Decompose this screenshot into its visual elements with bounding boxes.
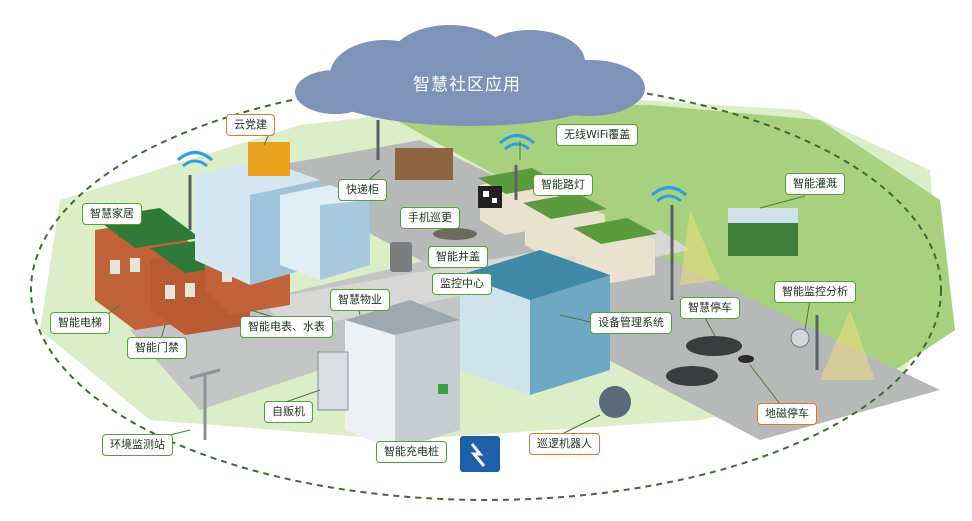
street-lights [188,120,819,370]
party-emblem-icon [248,142,290,176]
label-smart-meter: 智能电表、水表 [240,316,333,338]
wifi-icon [177,151,213,168]
robot-icon [599,386,631,418]
label-vending: 自贩机 [264,401,313,423]
apartment-towers [195,160,370,285]
cloud-title: 智慧社区应用 [413,75,521,95]
express-locker-image [395,148,453,180]
label-express-locker: 快递柜 [338,179,387,201]
vending-machine-image [317,351,349,411]
label-cloud-party: 云党建 [226,114,275,136]
label-smart-access: 智能门禁 [127,337,187,359]
label-device-management: 设备管理系统 [590,312,672,334]
label-smart-property: 智慧物业 [330,289,390,311]
label-charging-pile: 智能充电桩 [376,441,447,463]
light-beam [680,210,720,285]
camera-icon [790,328,810,348]
label-smart-elevator: 智能电梯 [50,312,110,334]
label-smart-home: 智慧家居 [82,203,142,225]
label-wifi: 无线WiFi覆盖 [556,124,639,146]
office-building [345,300,460,450]
label-patrol-robot: 巡逻机器人 [529,433,600,455]
label-mobile-patrol: 手机巡更 [400,207,460,229]
label-geomagnetic-parking: 地磁停车 [757,403,817,425]
label-monitor-center: 监控中心 [432,273,492,295]
label-smart-parking: 智慧停车 [680,297,740,319]
manhole-icon [433,228,477,240]
label-smart-manhole: 智能井盖 [428,246,488,268]
label-env-monitor: 环境监测站 [102,434,173,456]
label-smart-monitor-analysis: 智能监控分析 [774,281,856,303]
wifi-icon [499,134,535,151]
label-smart-street-light: 智能路灯 [533,174,593,196]
cloud-icon [295,25,645,126]
car-icon [666,366,718,386]
label-smart-irrigation: 智能灌溉 [785,173,845,195]
car-icon [686,336,742,356]
geomagnetic-sensor-icon [738,355,754,363]
env-station-icon [189,368,221,440]
light-beam [820,310,875,380]
trash-bin-icon [390,242,412,272]
monitor-center-building [460,250,610,395]
qr-code-icon [478,186,502,208]
wifi-icon [651,186,687,203]
